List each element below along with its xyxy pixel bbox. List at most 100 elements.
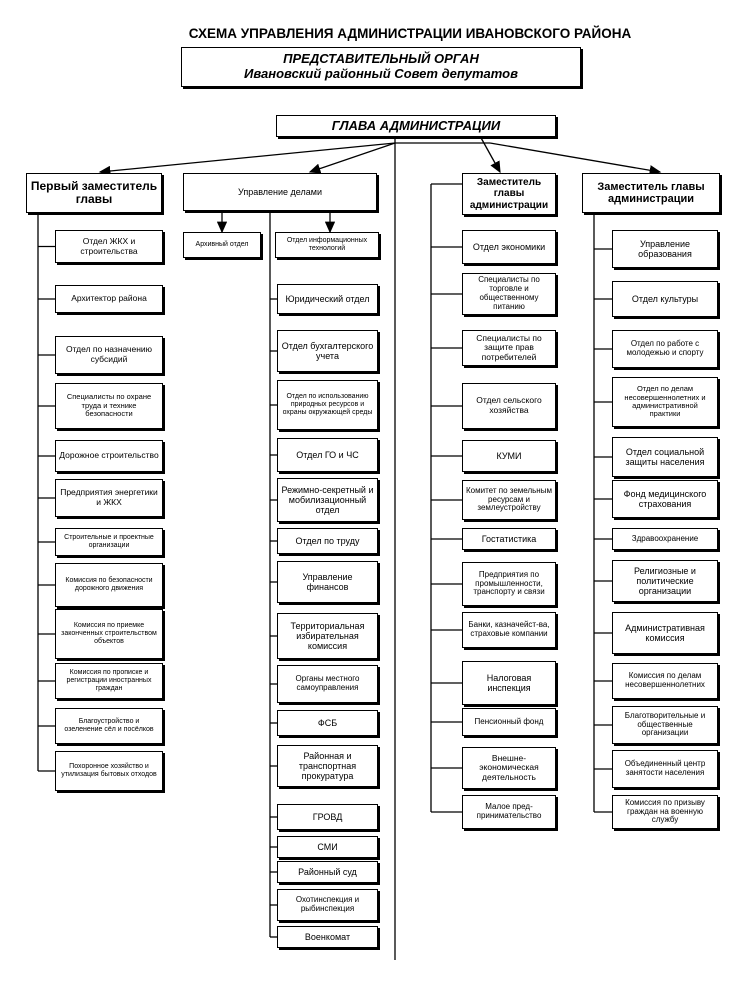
col2-item-label: Отдел по труду [295,535,360,546]
col4-item-label: Здравоохранение [631,533,699,543]
col2-header: Управление делами [183,173,377,211]
col3-item-label: Отдел экономики [472,241,546,252]
col3-item-label: Малое пред-принимательство [476,802,542,820]
col1-item-label: Комиссия по приемке законченных строител… [61,622,157,645]
col1-item: Специалисты по охране труда и технике бе… [55,383,163,429]
col4-item-label: Управление образования [638,238,692,259]
col2-item-label: Юридический отдел [285,293,370,304]
col1-item: Похоронное хозяйство и утилизация бытовы… [55,751,163,791]
col2-item: Районный суд [277,861,378,883]
col1-header: Первый заместитель главы [26,173,162,213]
col3-item: Гостатистика [462,528,556,550]
col2-sub-it-label: Отдел информационных технологий [286,237,368,252]
col3-item: Комитет по земельным ресурсам и землеуст… [462,480,556,520]
head-label: ГЛАВА АДМИНИСТРАЦИИ [331,117,501,133]
col3-item: КУМИ [462,440,556,472]
col4-item-label: Фонд медицинского страхования [623,488,707,509]
col2-item: СМИ [277,836,378,858]
col3-item: Внешне-экономическая деятельность [462,747,556,789]
col1-item-label: Благоустройство и озеленение сёл и посёл… [64,718,154,733]
connector-line [98,142,396,177]
col3-item: Банки, казначейст-ва, страховые компании [462,612,556,648]
col4-item-label: Отдел по делам несовершеннолетних и адми… [624,384,706,419]
col2-item: Отдел по использованию природных ресурсо… [277,380,378,430]
col4-item-label: Отдел социальной защиты населения [625,446,705,467]
col3-item-label: Налоговая инспекция [486,672,532,693]
col2-item: ФСБ [277,710,378,736]
col1-item: Отдел по назначению субсидий [55,336,163,374]
col2-item-label: Районная и транспортная прокуратура [298,750,357,782]
col2-item-label: СМИ [317,841,338,852]
col4-item: Отдел социальной защиты населения [612,437,718,477]
col2-item-label: Военкомат [304,931,351,942]
col4-item-label: Объединенный центр занятости населения [624,759,706,777]
col1-item-label: Архитектор района [71,293,147,304]
col4-item: Отдел культуры [612,281,718,317]
col1-item: Благоустройство и озеленение сёл и посёл… [55,708,163,744]
col2-item: Отдел по труду [277,528,378,554]
col4-header-label: Заместитель главы администрации [597,180,705,205]
col1-header-label: Первый заместитель главы [30,178,158,206]
col1-item: Архитектор района [55,285,163,313]
col2-sub-it: Отдел информационных технологий [275,232,379,258]
col2-item: Территориальная избирательная комиссия [277,613,378,659]
connector-line [489,142,662,176]
col3-header-label: Заместитель главы администрации [469,177,549,211]
col3-header: Заместитель главы администрации [462,173,556,215]
col1-item-label: Комиссия по прописке и регистрации иност… [66,669,152,692]
connector-line [479,135,501,174]
col4-item: Управление образования [612,230,718,268]
col1-item: Комиссия по прописке и регистрации иност… [55,663,163,699]
col2-sub-archive-label: Архивный отдел [195,241,249,249]
col2-item-label: Территориальная избирательная комиссия [290,620,365,652]
col1-item: Предприятия энергетики и ЖКХ [55,479,163,517]
col4-item: Административная комиссия [612,612,718,654]
col3-item: Отдел экономики [462,230,556,264]
representative-line2: Ивановский районный Совет депутатов [244,66,518,81]
col1-item-label: Комиссия по безопасности дорожного движе… [65,577,153,592]
col3-item-label: Специалисты по торговле и общественному … [478,275,540,311]
col1-item-label: Дорожное строительство [59,450,159,461]
col3-item-label: Пенсионный фонд [474,716,544,726]
col4-item-label: Благотворительные и общественные организ… [624,710,706,738]
col3-item-label: КУМИ [496,450,522,461]
col2-item-label: Районный суд [298,866,357,877]
col2-item-label: ФСБ [317,717,338,728]
col4-header: Заместитель главы администрации [582,173,720,213]
col3-item-label: Комитет по земельным ресурсам и землеуст… [466,485,552,513]
col1-item-label: Отдел по назначению субсидий [65,344,153,364]
col4-item: Комиссия по делам несовершеннолетних [612,663,718,699]
col3-item: Малое пред-принимательство [462,795,556,829]
col1-item: Отдел ЖКХ и строительства [55,230,163,263]
col3-item-label: Внешне-экономическая деятельность [479,752,539,782]
col2-item: Военкомат [277,926,378,948]
col3-item-label: Предприятия по промышленности, транспорт… [473,569,545,597]
col4-item: Отдел по делам несовершеннолетних и адми… [612,377,718,427]
page-title: СХЕМА УПРАВЛЕНИЯ АДМИНИСТРАЦИИ ИВАНОВСКО… [188,26,632,41]
col2-item-label: Отдел ГО и ЧС [296,449,359,460]
col3-item-label: Гостатистика [481,533,537,544]
col2-item-label: Отдел по использованию природных ресурсо… [282,393,373,416]
col2-item: ГРОВД [277,804,378,830]
col1-item-label: Похоронное хозяйство и утилизация бытовы… [61,763,157,778]
col4-item: Благотворительные и общественные организ… [612,706,718,744]
col2-item-label: Управление финансов [302,571,353,592]
representative-line1: ПРЕДСТАВИТЕЛЬНЫЙ ОРГАН [283,51,479,67]
col3-item: Специалисты по защите прав потребителей [462,330,556,366]
col4-item: Объединенный центр занятости населения [612,750,718,788]
col1-item: Комиссия по приемке законченных строител… [55,609,163,659]
col2-item: Режимно-секретный и мобилизационный отде… [277,478,378,522]
col3-item-label: Банки, казначейст-ва, страховые компании [468,620,550,638]
col3-item: Специалисты по торговле и общественному … [462,273,556,315]
col1-item-label: Специалисты по охране труда и технике бе… [66,392,152,419]
col2-sub-archive: Архивный отдел [183,232,261,258]
col1-item-label: Предприятия энергетики и ЖКХ [60,487,158,507]
col1-item-label: Отдел ЖКХ и строительства [80,235,138,256]
col3-item-label: Отдел сельского хозяйства [476,395,542,415]
representative-body: ПРЕДСТАВИТЕЛЬНЫЙ ОРГАН Ивановский районн… [181,47,581,87]
col3-item: Отдел сельского хозяйства [462,383,556,429]
col1-item-label: Строительные и проектные организации [64,534,154,549]
col4-item-label: Религиозные и политические организации [634,565,696,597]
col2-item: Охотинспекция и рыбинспекция [277,889,378,921]
